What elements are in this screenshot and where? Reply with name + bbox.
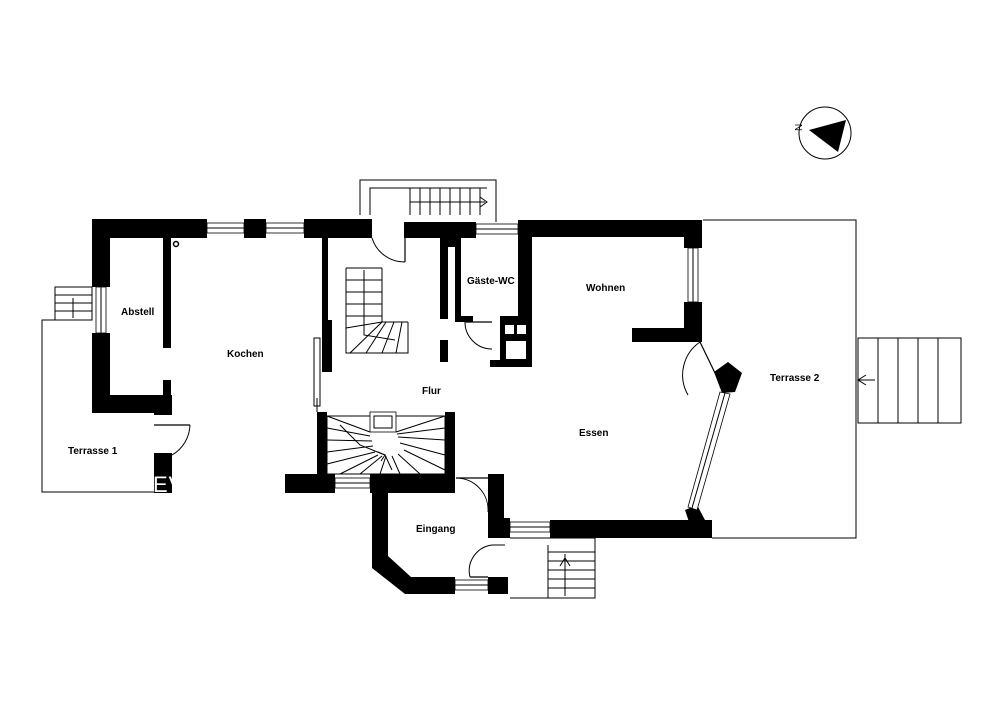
room-gaeste-wc-label: Gäste-WC — [467, 276, 515, 287]
windows — [95, 222, 731, 591]
room-terrasse-1-label: Terrasse 1 — [68, 446, 118, 457]
kochen-marker — [172, 240, 180, 248]
room-terrasse-2-label: Terrasse 2 — [770, 373, 820, 384]
room-wohnen-label: Wohnen — [586, 283, 625, 294]
north-arrow-icon — [809, 120, 846, 152]
evernest-logo: EVERNEST — [153, 472, 280, 497]
stair-down — [326, 411, 446, 475]
terrasse-1-area — [41, 286, 155, 493]
terrasse-2-area — [703, 219, 962, 539]
room-abstell-label: Abstell — [121, 307, 155, 318]
room-essen-label: Essen — [579, 428, 608, 439]
room-kochen-label: Kochen — [227, 349, 264, 360]
room-eingang-label: Eingang — [416, 524, 455, 535]
stair-up — [345, 267, 409, 354]
compass: N — [794, 106, 852, 160]
compass-north-label: N — [794, 124, 805, 131]
top-stairs — [359, 179, 497, 222]
room-flur-label: Flur — [422, 386, 441, 397]
doors — [154, 237, 716, 578]
entrance-stairs — [510, 537, 596, 599]
wc-fixtures — [505, 325, 526, 359]
walls — [92, 219, 742, 594]
room-labels: Abstell Kochen Flur Gäste-WC Wohnen Esse… — [68, 276, 820, 535]
